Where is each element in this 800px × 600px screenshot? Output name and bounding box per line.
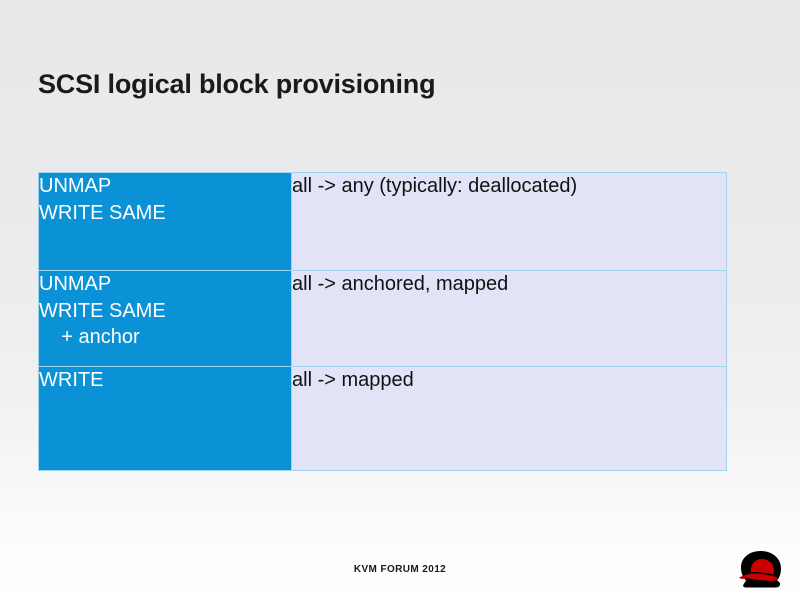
table-cell-description: all -> any (typically: deallocated) [291,172,727,271]
page-title: SCSI logical block provisioning [38,69,436,100]
red-hat-shadowman-logo [733,549,789,593]
table-cell-command: UNMAP WRITE SAME + anchor [38,270,292,367]
red-hat-shadowman-icon [739,551,781,588]
table-cell-command: UNMAP WRITE SAME [38,172,292,271]
footer-conference-label: KVM FORUM 2012 [353,564,447,575]
table-cell-description: all -> mapped [291,366,727,471]
table-row: UNMAP WRITE SAME all -> any (typically: … [38,172,727,271]
table-cell-description: all -> anchored, mapped [291,270,727,367]
table-row: UNMAP WRITE SAME + anchor all -> anchore… [38,270,727,367]
provisioning-table: UNMAP WRITE SAME all -> any (typically: … [38,172,727,471]
table-cell-command: WRITE [38,366,292,471]
table-row: WRITE all -> mapped [38,366,727,471]
